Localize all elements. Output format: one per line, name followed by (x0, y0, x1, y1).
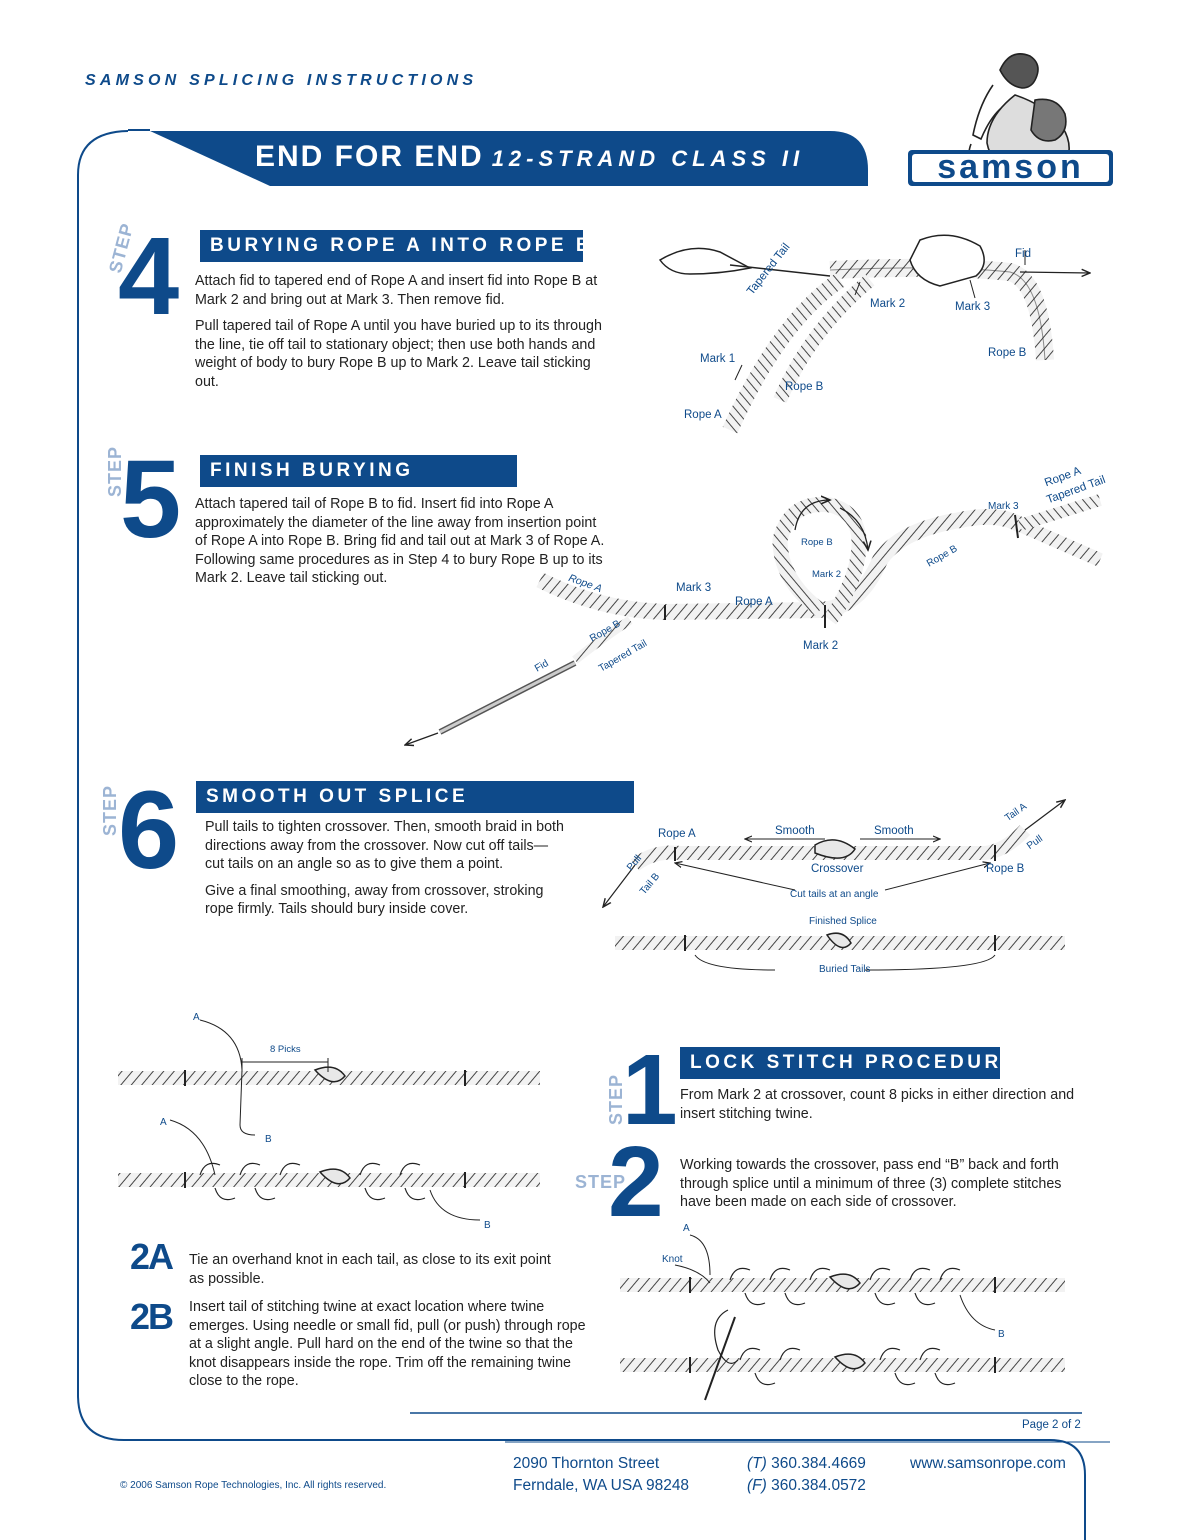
step4-label-mark2: Mark 2 (870, 298, 906, 310)
lock-label-a-right: A (683, 1223, 690, 1234)
lock-step2-text: Working towards the crossover, pass end … (680, 1157, 1062, 1210)
step2a-text: Tie an overhand knot in each tail, as cl… (189, 1252, 551, 1287)
lock-stitch-heading: LOCK STITCH PROCEDURE (680, 1047, 1014, 1079)
step4-label-rope-b-right: Rope B (988, 347, 1027, 359)
step6-para1: Pull tails to tighten crossover. Then, s… (205, 819, 564, 872)
phone-prefix: (T) (747, 1455, 767, 1472)
step6-illustration (595, 795, 1095, 971)
lock-label-b-mid: B (265, 1134, 272, 1145)
footer-city: Ferndale, WA USA 98248 (513, 1477, 690, 1494)
step2b-number: 2B (130, 1296, 174, 1337)
step6-number: 6 (118, 769, 179, 892)
step4-para1: Attach fid to tapered end of Rope A and … (195, 273, 598, 308)
step6-instructions: Pull tails to tighten crossover. Then, s… (205, 818, 565, 927)
step6-heading: SMOOTH OUT SPLICE (196, 781, 634, 813)
fax-number: 360.384.0572 (771, 1477, 866, 1494)
page-number: Page 2 of 2 (1022, 1419, 1081, 1431)
lock-step2-word: STEP (575, 1172, 627, 1192)
step4-instructions: Attach fid to tapered end of Rope A and … (195, 272, 615, 399)
step6-label-rope-a: Rope A (658, 828, 696, 840)
lock-stitch-left-illustration (118, 1019, 540, 1221)
banner-main-text: END FOR END (255, 140, 484, 173)
banner-sub-text: 12-STRAND CLASS II (491, 146, 805, 171)
step2b-text: Insert tail of stitching twine at exact … (189, 1299, 586, 1389)
step5-label-mark2-bottom: Mark 2 (803, 640, 839, 652)
step5-instructions: Attach tapered tail of Rope B to fid. In… (195, 495, 605, 596)
step4-label-mark3: Mark 3 (955, 301, 991, 313)
step2a-number: 2A (130, 1236, 174, 1277)
step6-label-crossover: Crossover (811, 863, 864, 875)
step6-label-buried-tails: Buried Tails (819, 964, 871, 975)
step5-label-mark3: Mark 3 (676, 582, 712, 594)
lock-label-knot: Knot (662, 1254, 683, 1265)
footer-fax: (F) 360.384.0572 (747, 1477, 866, 1495)
lock-label-a-mid: A (160, 1117, 167, 1128)
lock-step1-word: STEP (606, 1073, 626, 1125)
step4-number: 4 (118, 215, 179, 338)
footer-website[interactable]: www.samsonrope.com (910, 1455, 1066, 1472)
lock-label-a-top: A (193, 1012, 200, 1023)
lock-stitch-right-illustration (620, 1234, 1065, 1401)
step5-label-mark3-tr: Mark 3 (988, 501, 1019, 512)
step4-label-rope-b: Rope B (785, 381, 824, 393)
lock-label-b-right: B (998, 1329, 1005, 1340)
banner-title: END FOR END 12-STRAND CLASS II (255, 140, 804, 174)
step6-label-cut-tails: Cut tails at an angle (790, 889, 879, 900)
lock-step1-text: From Mark 2 at crossover, count 8 picks … (680, 1087, 1075, 1122)
step6-para2: Give a final smoothing, away from crosso… (205, 882, 544, 918)
lock-step2-number: 2 (608, 1126, 664, 1238)
samson-logo-wordmark: samson (908, 148, 1113, 186)
step6-label-rope-b: Rope B (986, 863, 1025, 875)
step5-heading: FINISH BURYING (200, 455, 517, 487)
step5-label-rope-a-mid: Rope A (735, 596, 773, 608)
step4-heading: BURYING ROPE A INTO ROPE B (200, 230, 590, 262)
step5-label-mark2-loop: Mark 2 (812, 569, 842, 580)
step5-para1: Attach tapered tail of Rope B to fid. In… (195, 496, 605, 586)
step4-label-rope-a: Rope A (684, 409, 722, 421)
step6-label-smooth-left: Smooth (775, 825, 815, 837)
step4-label-mark1: Mark 1 (700, 353, 736, 365)
step4-para2: Pull tapered tail of Rope A until you ha… (195, 318, 602, 390)
footer-street: 2090 Thornton Street (513, 1455, 660, 1472)
step5-illustration (400, 494, 1103, 760)
step6-label-smooth-right: Smooth (874, 825, 914, 837)
step5-label-rope-b-loop: Rope B (801, 537, 833, 548)
step4-illustration (658, 234, 1080, 434)
fax-prefix: (F) (747, 1477, 767, 1494)
lock-step1-number: 1 (622, 1034, 678, 1146)
step5-number: 5 (120, 438, 181, 561)
step6-label-finished-splice: Finished Splice (809, 916, 877, 927)
phone-number: 360.384.4669 (771, 1455, 866, 1472)
logo-text: samson (937, 148, 1084, 186)
footer-phone: (T) 360.384.4669 (747, 1455, 866, 1473)
step4-label-fid: Fid (1015, 248, 1031, 260)
footer-copyright: © 2006 Samson Rope Technologies, Inc. Al… (120, 1480, 387, 1491)
document-header-title: SAMSON SPLICING INSTRUCTIONS (85, 72, 478, 89)
lock-label-b-low: B (484, 1220, 491, 1231)
lock-label-eight-picks: 8 Picks (270, 1044, 301, 1055)
